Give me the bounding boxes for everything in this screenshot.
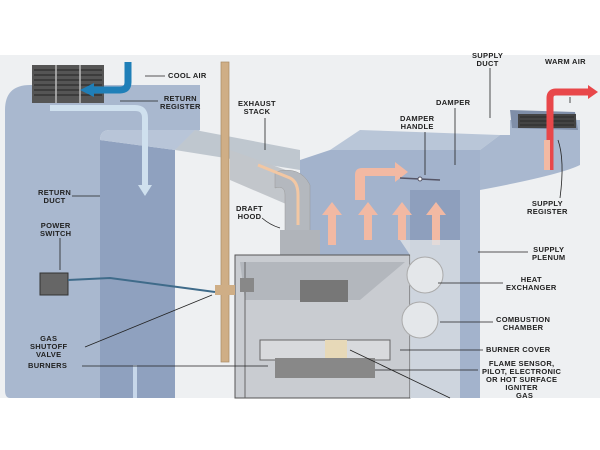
label-warm-air: WARM AIR [545, 57, 586, 66]
warm-air-arrowhead [588, 85, 598, 99]
warm-air-arrow [546, 88, 590, 170]
label-line: SHUTOFF [30, 342, 68, 351]
gas-shutoff-valve [215, 285, 235, 295]
label-line: STACK [243, 107, 271, 116]
label-line: DUCT [43, 196, 66, 205]
label-line: FLAME SENSOR, [488, 359, 555, 368]
label-burner-cover: BURNER COVER [486, 345, 551, 354]
label-line: EXCHANGER [506, 283, 557, 292]
label-line: HEAT [520, 275, 542, 284]
label-line: DAMPER [400, 114, 435, 123]
label-line: VALVE [35, 350, 62, 359]
label-cool-air: COOL AIR [168, 71, 207, 80]
label-line: REGISTER [527, 207, 568, 216]
heat-arrows [322, 140, 550, 245]
leader-lines [59, 68, 571, 399]
furnace-cabinet [234, 240, 460, 399]
label-line: HANDLE [400, 122, 434, 131]
label-line: POWER [40, 221, 71, 230]
label-burners: BURNERS [28, 361, 68, 370]
label-line: SUPPLY [531, 199, 563, 208]
label-line: SUPPLY [533, 245, 565, 254]
label-line: EXHAUST [238, 99, 276, 108]
label-line: DUCT [476, 59, 499, 68]
power-switch [39, 272, 69, 296]
cool-air-arrow [92, 62, 132, 94]
label-line: HOOD [237, 212, 262, 221]
label-line: GAS [40, 334, 58, 343]
label-gas: GAS [516, 391, 534, 400]
label-line: COMBUSTION [496, 315, 551, 324]
cool-air-arrowhead [80, 83, 94, 97]
label-line: PILOT, ELECTRONIC [482, 367, 562, 376]
power-cable [67, 276, 216, 293]
label-line: PLENUM [532, 253, 566, 262]
label-damper: DAMPER [436, 98, 471, 107]
damper-handle [417, 176, 423, 182]
label-line: CHAMBER [502, 323, 544, 332]
label-line: OR HOT SURFACE [485, 375, 558, 384]
label-line: REGISTER [160, 102, 201, 111]
label-line: IGNITER [505, 383, 538, 392]
label-line: SWITCH [40, 229, 72, 238]
label-line: SUPPLY [472, 51, 504, 60]
gas-pipe [220, 61, 230, 363]
label-line: DRAFT [236, 204, 263, 213]
label-line: RETURN [163, 94, 197, 103]
label-line: RETURN [38, 188, 72, 197]
